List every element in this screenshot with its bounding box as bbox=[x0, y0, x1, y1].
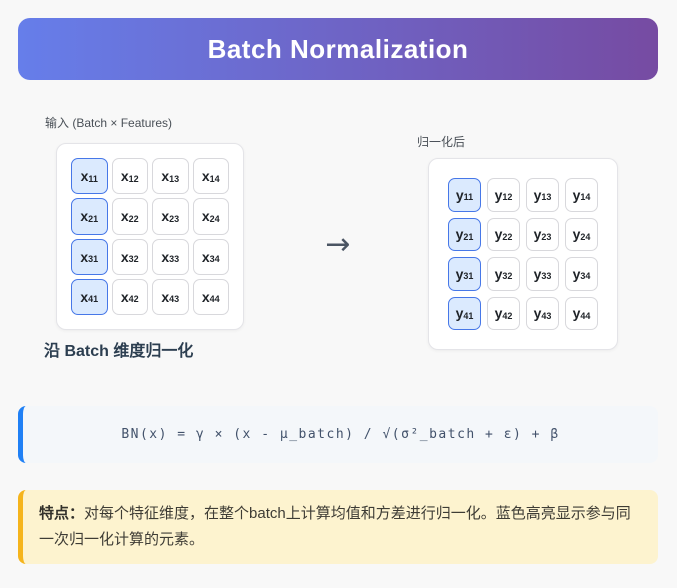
normalize-direction-caption: 沿 Batch 维度归一化 bbox=[44, 343, 194, 360]
formula-box: BN(x) = γ × (x - μ_batch) / √(σ²_batch +… bbox=[18, 406, 658, 463]
note-text: 对每个特征维度，在整个batch上计算均值和方差进行归一化。蓝色高亮显示参与同一… bbox=[39, 505, 631, 548]
arrow-right-icon: → bbox=[325, 227, 351, 262]
note-paragraph: 特点：对每个特征维度，在整个batch上计算均值和方差进行归一化。蓝色高亮显示参… bbox=[39, 501, 640, 552]
output-matrix-label: 归一化后 bbox=[417, 135, 466, 149]
input-matrix-label: 输入 (Batch × Features) bbox=[45, 116, 173, 130]
formula-text: BN(x) = γ × (x - μ_batch) / √(σ²_batch +… bbox=[121, 427, 560, 442]
title-banner: Batch Normalization bbox=[18, 18, 658, 80]
page-title: Batch Normalization bbox=[207, 33, 469, 64]
note-box: 特点：对每个特征维度，在整个batch上计算均值和方差进行归一化。蓝色高亮显示参… bbox=[18, 490, 658, 564]
note-label: 特点： bbox=[39, 505, 85, 522]
